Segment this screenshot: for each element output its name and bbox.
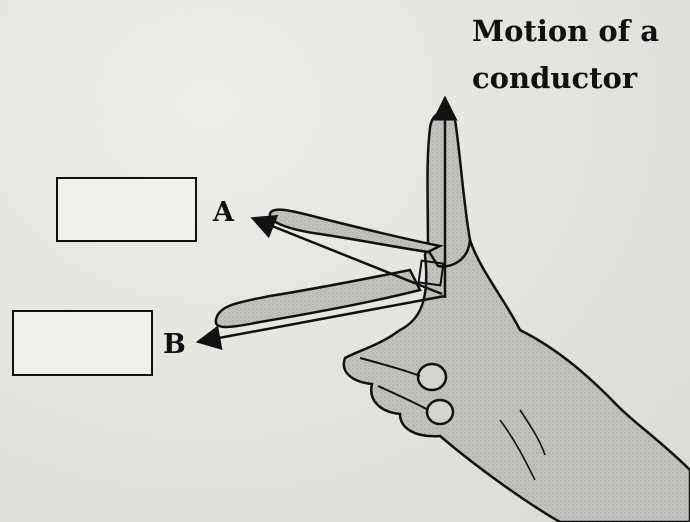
caption-line-2: conductor [472, 61, 638, 95]
folded-finger-line [359, 357, 421, 377]
thumb-shape [426, 111, 472, 268]
index-arrow [250, 215, 443, 296]
palm-crease [499, 419, 536, 481]
folded-finger-line-2 [377, 385, 429, 411]
middle-finger-shape [214, 268, 422, 329]
motion-caption: Motion of a conductor [472, 8, 659, 102]
ring-finger-knuckle [416, 362, 448, 392]
right-angle-marker [417, 259, 445, 287]
label-b: B [163, 329, 186, 360]
caption-line-1: Motion of a [472, 14, 660, 48]
answer-box-b[interactable] [12, 310, 153, 376]
index-finger-shape [268, 208, 444, 254]
palm-crease-2 [519, 409, 546, 456]
little-finger-knuckle [425, 398, 455, 426]
label-a: A [213, 197, 234, 228]
answer-box-a[interactable] [56, 177, 197, 242]
palm-shape [342, 139, 690, 522]
middle-arrow [195, 294, 446, 351]
